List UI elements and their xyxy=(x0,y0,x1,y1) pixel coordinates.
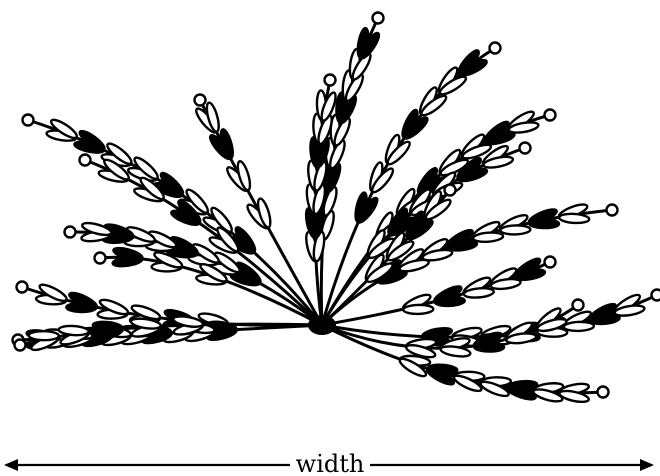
leaflet xyxy=(403,305,433,315)
leaflet xyxy=(559,213,589,224)
branch-tip-bud xyxy=(445,185,456,196)
stem-branch xyxy=(322,210,612,325)
leaflet xyxy=(474,342,504,351)
plant-crown xyxy=(308,315,336,335)
branch-tip-bud xyxy=(80,155,91,166)
leaflet xyxy=(435,296,465,307)
branch-tip-bud xyxy=(15,340,26,351)
leaflet xyxy=(564,321,594,331)
branch-tip-bud xyxy=(545,257,556,268)
width-dimension: width xyxy=(6,450,652,476)
branch-tip-bud xyxy=(598,387,609,398)
branch-tip-bud xyxy=(652,290,660,301)
leaflet xyxy=(500,225,530,235)
branch-tip-bud xyxy=(373,13,384,24)
branch-tip-bud xyxy=(325,75,336,86)
leaflet xyxy=(29,331,59,340)
branch-tip-bud xyxy=(490,43,501,54)
branch-tip-bud xyxy=(65,227,76,238)
branch-tip-bud xyxy=(520,143,531,154)
leaflet xyxy=(529,219,559,229)
branch-tip-bud xyxy=(17,282,28,293)
branch-tip-bud xyxy=(607,205,618,216)
branch-tip-bud xyxy=(195,95,206,106)
branch-tip-bud xyxy=(545,110,556,121)
width-label: width xyxy=(296,450,365,476)
branch-tip-bud xyxy=(95,253,106,264)
fern-plant-drawing xyxy=(13,13,660,405)
branch-tip-bud xyxy=(573,300,584,311)
branch-tip-bud xyxy=(23,115,34,126)
